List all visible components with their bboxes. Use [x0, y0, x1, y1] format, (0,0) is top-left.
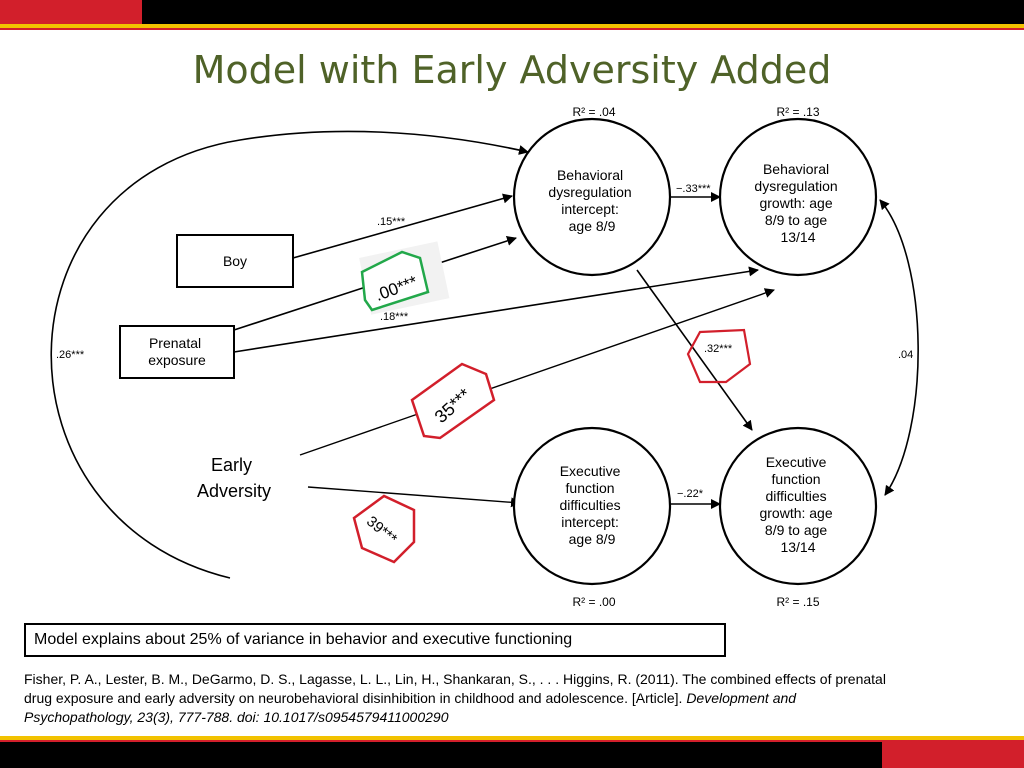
node-ef-intercept-label: Executive function difficulties intercep…	[559, 463, 624, 547]
path-prenatal-outer	[50, 130, 529, 579]
path-bd-int-to-ef-growth	[636, 269, 753, 431]
node-prenatal-label: Prenatal exposure	[148, 335, 206, 368]
node-ef-intercept-circle	[512, 426, 672, 586]
r2-bd-intercept: R² = .04	[572, 105, 615, 119]
node-ef-growth-label: Executive function difficulties growth: …	[759, 454, 836, 555]
coef-bd-int-to-growth: −.33***	[676, 183, 711, 195]
path-adversity-to-bd-growth	[299, 288, 775, 456]
citation-journal: Development and Psychopathology, 23(3), …	[24, 690, 797, 725]
bottom-red-stripe	[0, 740, 1024, 742]
green-tag-annotation: .00***	[359, 241, 450, 315]
path-bd-growth-ef-growth-correlation	[879, 199, 919, 496]
node-early-adversity-label: Early Adversity	[197, 455, 271, 501]
r2-bd-growth: R² = .13	[776, 105, 819, 119]
red-tag-lower-annotation: 39***	[352, 494, 416, 564]
path-prenatal-to-bd-growth	[233, 266, 759, 353]
r2-ef-intercept: R² = .00	[572, 595, 615, 609]
bottom-banner	[0, 736, 1024, 768]
node-ef-growth-circle	[718, 426, 878, 586]
coef-prenatal-outer: .26***	[56, 349, 85, 361]
variance-summary-box: Model explains about 25% of variance in …	[24, 623, 726, 657]
red-tag-upper-annotation: 35***	[410, 362, 496, 440]
path-boy-to-bd-intercept	[292, 193, 513, 259]
node-bd-intercept-label: Behavioral dysregulation intercept: age …	[548, 167, 635, 234]
coef-ef-int-to-growth: −.22*	[677, 488, 704, 500]
top-banner-red-block	[0, 0, 142, 24]
coef-prenatal-to-bd-growth: .18***	[380, 311, 409, 323]
node-bd-growth-label: Behavioral dysregulation growth: age 8/9…	[754, 161, 841, 245]
r2-ef-growth: R² = .15	[776, 595, 819, 609]
slide-title: Model with Early Adversity Added	[192, 48, 832, 92]
bottom-banner-red-block	[882, 742, 1024, 768]
coef-bd-int-to-ef-growth: .32***	[704, 343, 733, 355]
top-red-stripe	[0, 28, 1024, 30]
node-prenatal-box	[119, 325, 235, 379]
node-bd-growth-circle	[718, 117, 878, 277]
path-adversity-to-ef-intercept	[307, 486, 521, 508]
coef-bd-growth-ef-growth: .04	[898, 349, 913, 361]
coef-boy-to-bd: .15***	[377, 216, 406, 228]
citation-plain: Fisher, P. A., Lester, B. M., DeGarmo, D…	[24, 671, 886, 706]
top-yellow-stripe	[0, 24, 1024, 28]
top-banner	[0, 0, 1024, 30]
bottom-yellow-stripe	[0, 736, 1024, 740]
node-boy-label: Boy	[223, 253, 247, 269]
node-bd-intercept-circle	[512, 117, 672, 277]
red-tag-coef-outline	[686, 328, 752, 384]
node-boy-box	[176, 234, 294, 288]
citation-text: Fisher, P. A., Lester, B. M., DeGarmo, D…	[24, 670, 904, 727]
